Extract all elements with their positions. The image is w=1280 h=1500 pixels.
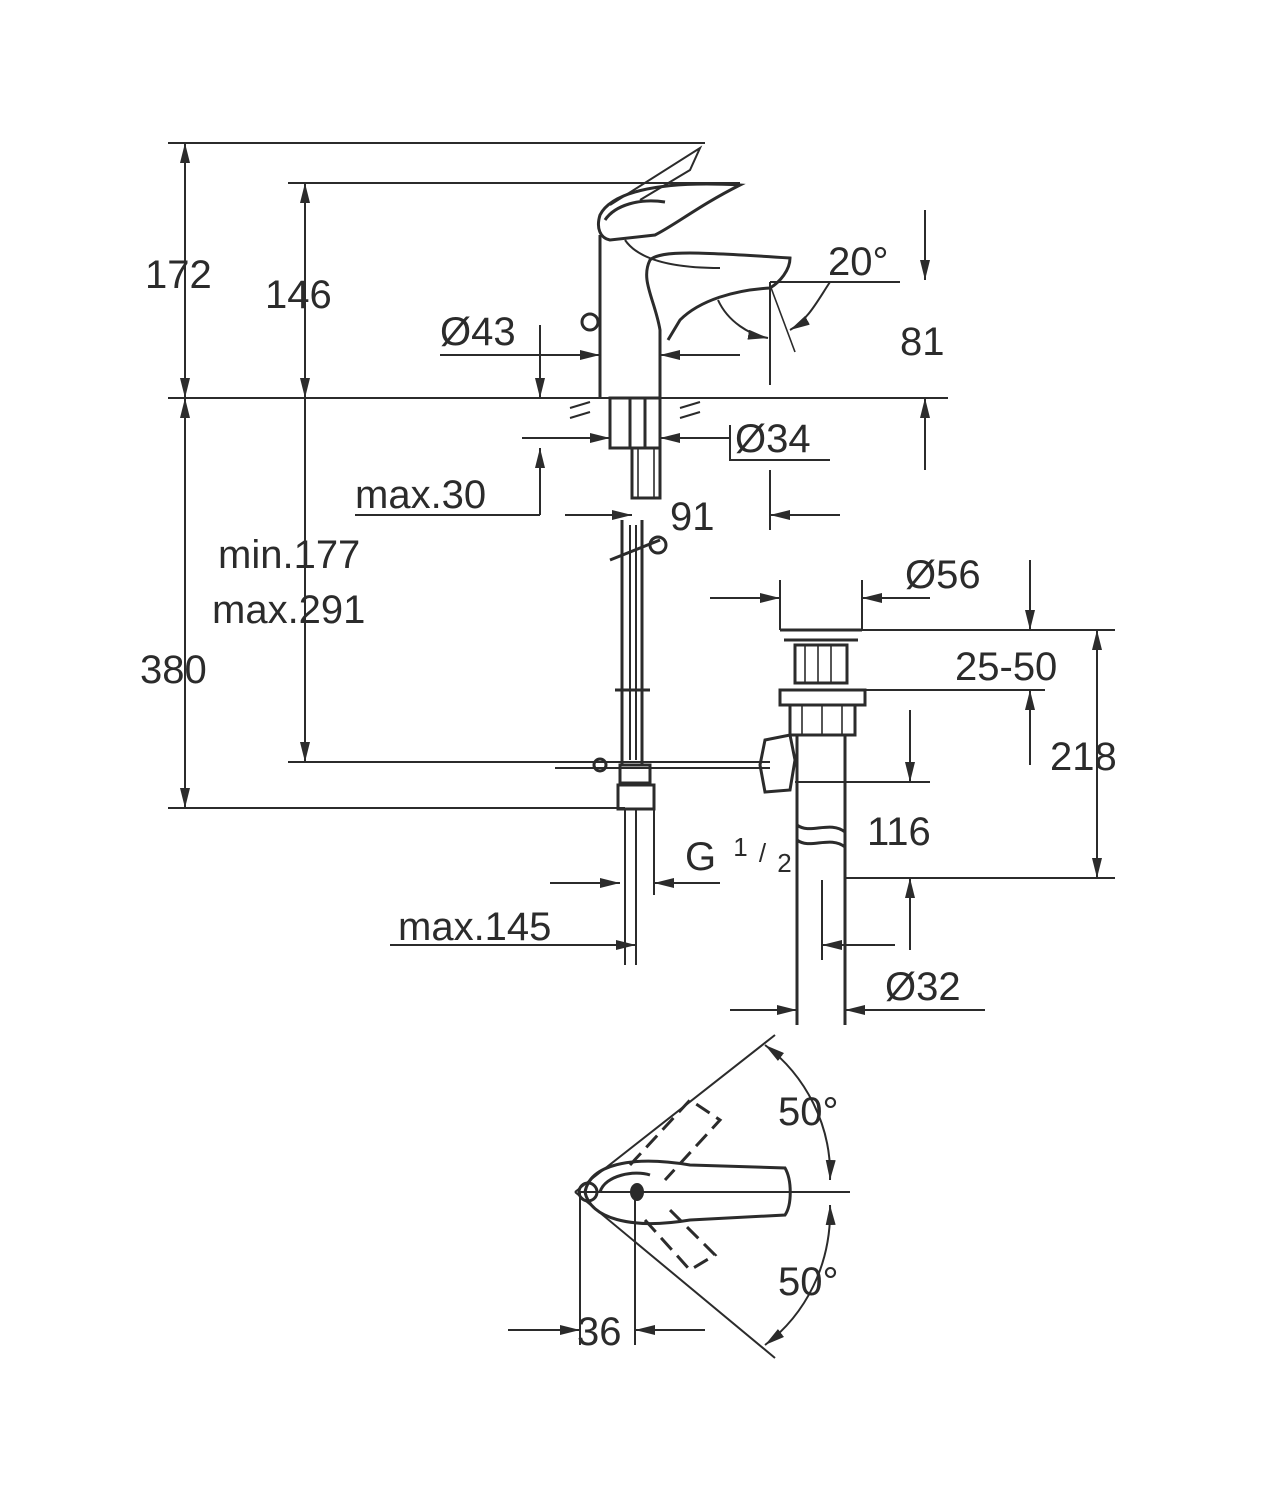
dim-spout-angle: 20°	[828, 240, 889, 284]
dim-waste-diameter: Ø56	[905, 553, 981, 597]
thread-letter: G	[685, 835, 716, 879]
dim-shank-diameter: Ø34	[735, 417, 811, 461]
faucet-plan-view	[508, 1034, 850, 1359]
dim-max-thickness: max.30	[355, 473, 486, 517]
dim-waste-height: 218	[1050, 735, 1117, 779]
dim-popup-range: 25-50	[955, 645, 1057, 689]
dim-rotation-up: 50°	[778, 1090, 839, 1134]
dim-tail-length: 116	[867, 810, 931, 854]
dim-handle-height: 146	[265, 273, 332, 317]
dim-spout-reach: 91	[670, 495, 715, 539]
dim-hose-length: 380	[140, 648, 207, 692]
dim-hose-min: min.177	[218, 533, 360, 577]
popup-waste	[758, 628, 867, 1025]
dimension-lines	[168, 142, 1115, 1015]
dimension-labels: 172 146 Ø43 20° 81 Ø34 max.30 91 min.177…	[140, 240, 1117, 1354]
thread-denominator: 2	[777, 848, 791, 878]
dim-max-reach: max.145	[398, 905, 551, 949]
dim-thread: G 1 / 2	[685, 821, 792, 879]
thread-slash: /	[759, 838, 767, 868]
faucet-side-view	[168, 145, 948, 965]
dim-tail-diameter: Ø32	[885, 965, 961, 1009]
dim-plan-offset: 36	[577, 1310, 622, 1354]
dim-hose-max: max.291	[212, 588, 365, 632]
dim-rotation-down: 50°	[778, 1260, 839, 1304]
dim-spout-height: 81	[900, 320, 945, 364]
dim-overall-height: 172	[145, 253, 212, 297]
thread-numerator: 1	[733, 832, 747, 862]
dim-body-diameter: Ø43	[440, 310, 516, 354]
